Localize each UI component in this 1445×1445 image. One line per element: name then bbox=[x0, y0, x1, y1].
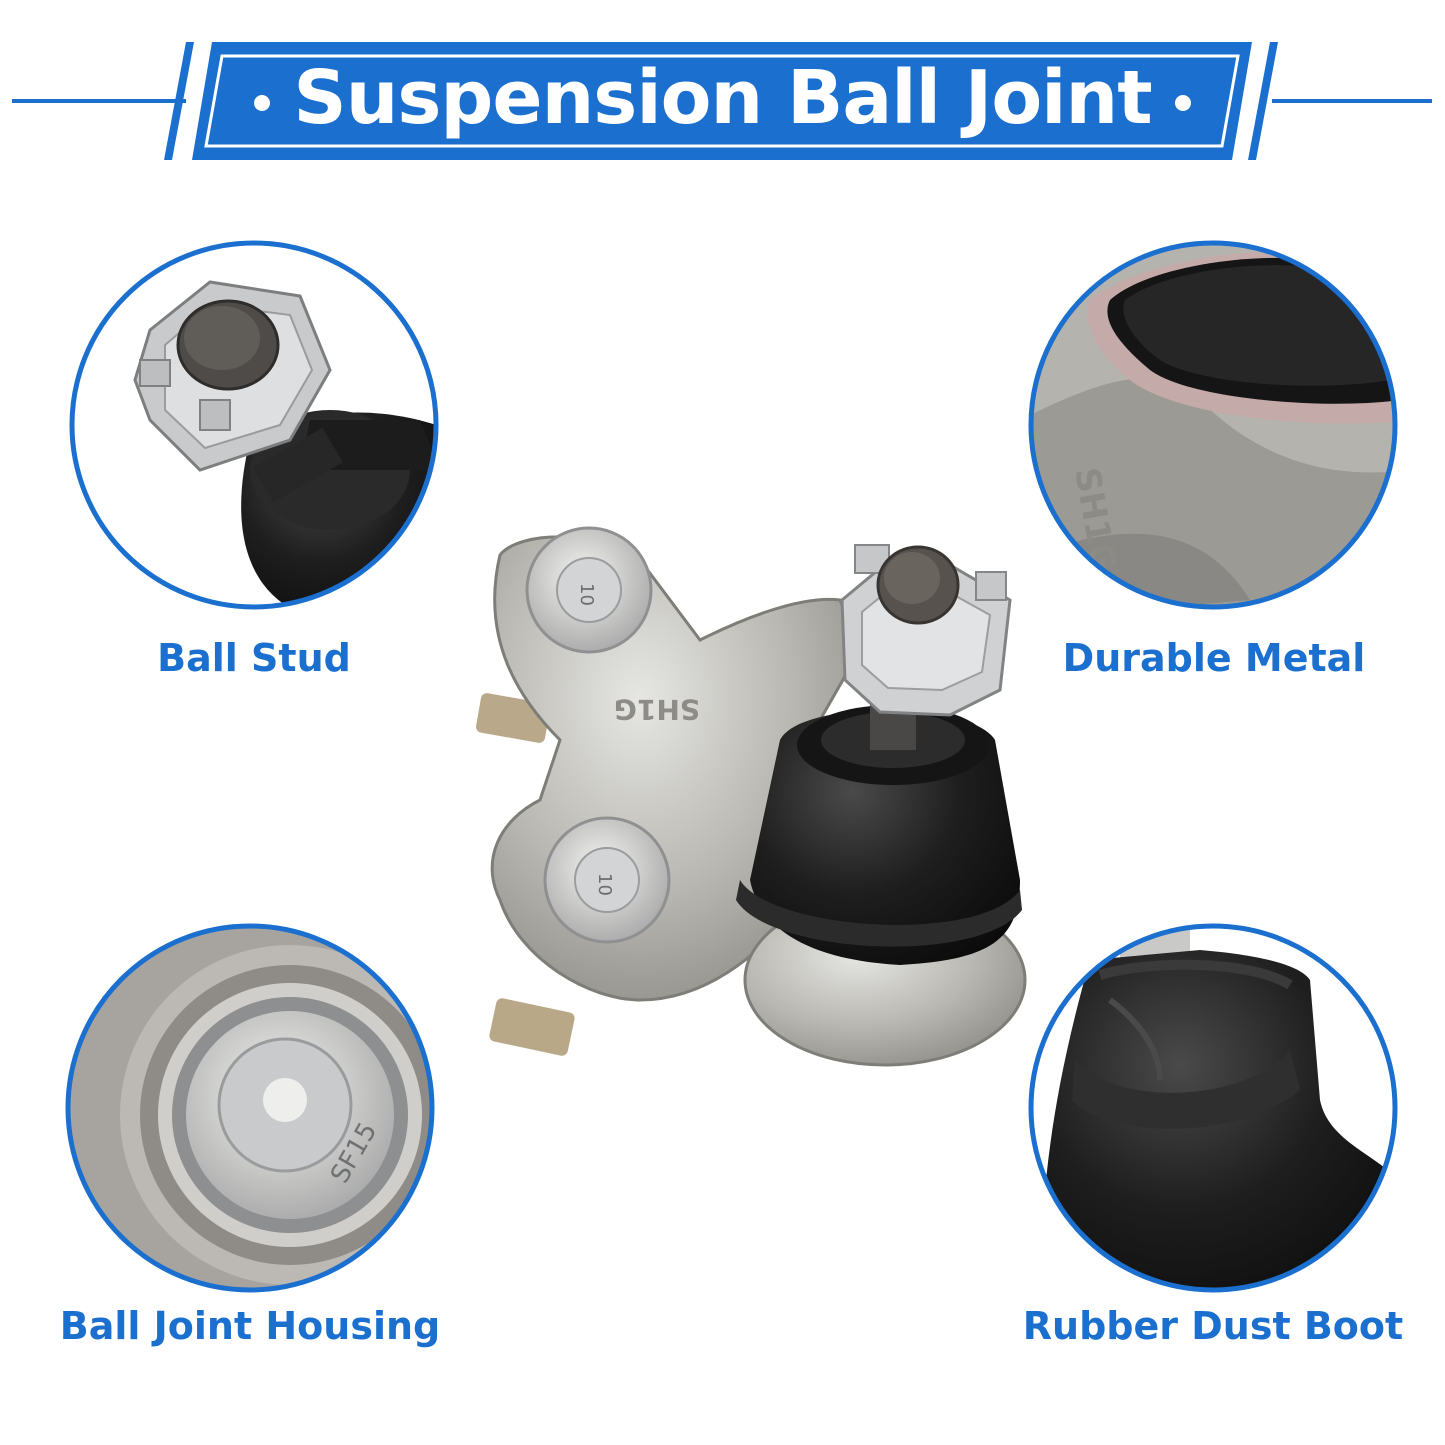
metal-casting-closeup-icon: SH1G bbox=[1028, 240, 1398, 610]
title-banner bbox=[12, 42, 1432, 160]
ball-joint-product-icon: 10 10 SH1G bbox=[476, 526, 1027, 1067]
banner-dot-right bbox=[1175, 95, 1191, 111]
bolt-mark-lower: 10 bbox=[594, 873, 615, 896]
banner-stripe-right bbox=[1248, 42, 1278, 160]
banner-inner-border bbox=[204, 54, 1240, 148]
banner-dot-left bbox=[254, 95, 270, 111]
casting-mark: SH1G bbox=[614, 693, 700, 726]
bolt-mark-upper: 10 bbox=[576, 583, 597, 606]
ball-stud-closeup-icon bbox=[69, 240, 439, 610]
housing-closeup-icon: SF15 bbox=[65, 923, 435, 1293]
rubber-dust-boot-label: Rubber Dust Boot bbox=[1022, 1304, 1404, 1348]
banner-body bbox=[192, 42, 1252, 160]
dust-boot-closeup-icon bbox=[1028, 923, 1398, 1293]
durable-metal-label: Durable Metal bbox=[1062, 636, 1366, 680]
banner-stripe-left bbox=[164, 42, 194, 160]
ball-stud-label: Ball Stud bbox=[157, 636, 351, 680]
ball-joint-housing-label: Ball Joint Housing bbox=[59, 1304, 441, 1348]
page-title: Suspension Ball Joint bbox=[0, 52, 1445, 144]
banner-title: Suspension Ball Joint bbox=[293, 55, 1152, 141]
